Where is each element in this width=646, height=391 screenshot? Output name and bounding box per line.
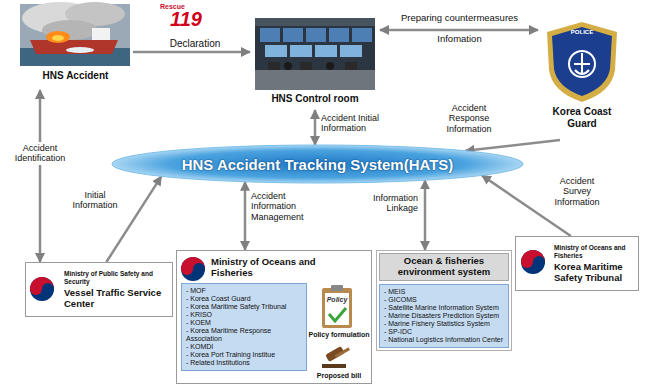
agency-name: Korea Maritime Safety Tribunal xyxy=(554,262,634,284)
box-heading: Ocean & fisheries environment system xyxy=(379,253,509,281)
list-item: - GICOMS xyxy=(384,296,504,304)
list-item: - Korea Port Training Institue xyxy=(186,351,302,359)
icon-text: Policy xyxy=(322,296,352,304)
node-caption: HNS Control room xyxy=(250,93,380,104)
logo-number: 119 xyxy=(170,8,220,31)
list-item: - Marine Disasters Prediction System xyxy=(384,312,504,320)
node-caption: Korea Coast Guard xyxy=(547,106,617,129)
list-item: - KRISO xyxy=(186,311,302,319)
connector-arrow xyxy=(39,90,42,262)
icon-caption: Proposed bill xyxy=(308,372,370,380)
list-item: - National Logistics Information Center xyxy=(384,336,504,344)
edge-label: Infomation xyxy=(382,34,537,45)
edge-label: Preparing countermeasures xyxy=(382,13,537,24)
coast-guard-emblem xyxy=(547,22,617,102)
edge-label: Accident Response Information xyxy=(436,103,502,134)
list-item: - KOEM xyxy=(186,319,302,327)
box-heading: Ministry of Oceans and Fisheries xyxy=(211,257,316,279)
system-list: - MEIS- GICOMS- Satellite Marine Informa… xyxy=(379,284,509,348)
connector-arrow xyxy=(133,51,250,54)
connector-arrow xyxy=(314,110,317,145)
edge-label: Accident Identification xyxy=(3,142,77,165)
edge-label: Initial Information xyxy=(64,190,126,211)
government-emblem xyxy=(181,257,205,281)
emblem-node: Korea Coast Guard xyxy=(538,20,626,140)
emblem-text: POLICE xyxy=(555,29,609,36)
agency-box: Ministry of Public Safety and SecurityVe… xyxy=(25,262,173,317)
agency-box: Ministry of Oceans and FisheriesKorea Ma… xyxy=(515,236,639,291)
system-ellipse: HNS Accident Tracking System(HATS) xyxy=(112,145,523,183)
system-title: HNS Accident Tracking System(HATS) xyxy=(182,156,454,173)
list-item: - KOMDI xyxy=(186,343,302,351)
edge-label: Accident Information Management xyxy=(251,191,323,222)
control-room-photo xyxy=(255,18,375,90)
list-item: - Korea Maritime Response Association xyxy=(186,327,302,343)
list-item: - Korea Coast Guard xyxy=(186,295,302,303)
connector-arrow xyxy=(244,182,247,250)
photo-node: HNS Control room xyxy=(250,18,380,110)
list-item: - Satellite Marine Information System xyxy=(384,304,504,312)
gavel-icon xyxy=(322,346,350,368)
agency-name: Ministry of Oceans and Fisheries xyxy=(554,244,634,260)
list-item: - MEIS xyxy=(384,288,504,296)
list-item: - Korea Maritime Safety Tribunal xyxy=(186,303,302,311)
connector-arrow xyxy=(465,140,560,151)
edge-label: Information Linkage xyxy=(358,193,418,214)
connector-arrow xyxy=(380,29,538,32)
government-emblem xyxy=(30,277,54,301)
node-caption: HNS Accident xyxy=(18,70,133,81)
agency-name: Ministry of Public Safety and Security xyxy=(64,270,168,286)
accident-photo xyxy=(20,2,130,66)
edge-label: Accident Survey Information xyxy=(545,176,609,207)
list-item: - MOF xyxy=(186,287,302,295)
government-emblem xyxy=(521,250,545,274)
photo-node: HNS Accident xyxy=(18,4,133,90)
edge-label: Accident Initial Information xyxy=(321,113,393,134)
icon-caption: Policy formulation xyxy=(308,331,370,339)
agency-name: Vessel Traffic Service Center xyxy=(64,288,168,310)
ministry-box: Ministry of Oceans and Fisheries- MOF- K… xyxy=(176,250,372,384)
connector-arrow xyxy=(106,176,161,262)
list-item: - Marine Fishery Statistics System xyxy=(384,320,504,328)
connector-arrow xyxy=(424,180,427,250)
institution-list: - MOF- Korea Coast Guard- Korea Maritime… xyxy=(181,283,307,371)
list-item: - SP-IDC xyxy=(384,328,504,336)
system-group-box: Ocean & fisheries environment system - ME… xyxy=(376,250,512,351)
list-item: - Related Institutions xyxy=(186,359,302,367)
clipboard-icon xyxy=(322,285,352,328)
edge-label: Declaration xyxy=(150,38,240,50)
